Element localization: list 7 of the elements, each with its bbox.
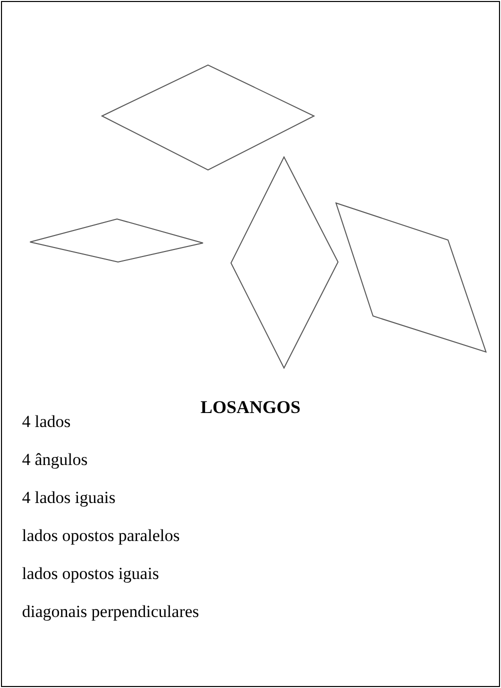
property-text: diagonais perpendiculares (22, 602, 200, 622)
property-text: 4 lados (22, 412, 71, 432)
property-text: 4 ângulos (22, 450, 88, 470)
title: LOSANGOS (199, 397, 302, 418)
property-text: 4 lados iguais (22, 488, 116, 508)
property-text: lados opostos iguais (22, 564, 159, 584)
property-text: lados opostos paralelos (22, 526, 180, 546)
